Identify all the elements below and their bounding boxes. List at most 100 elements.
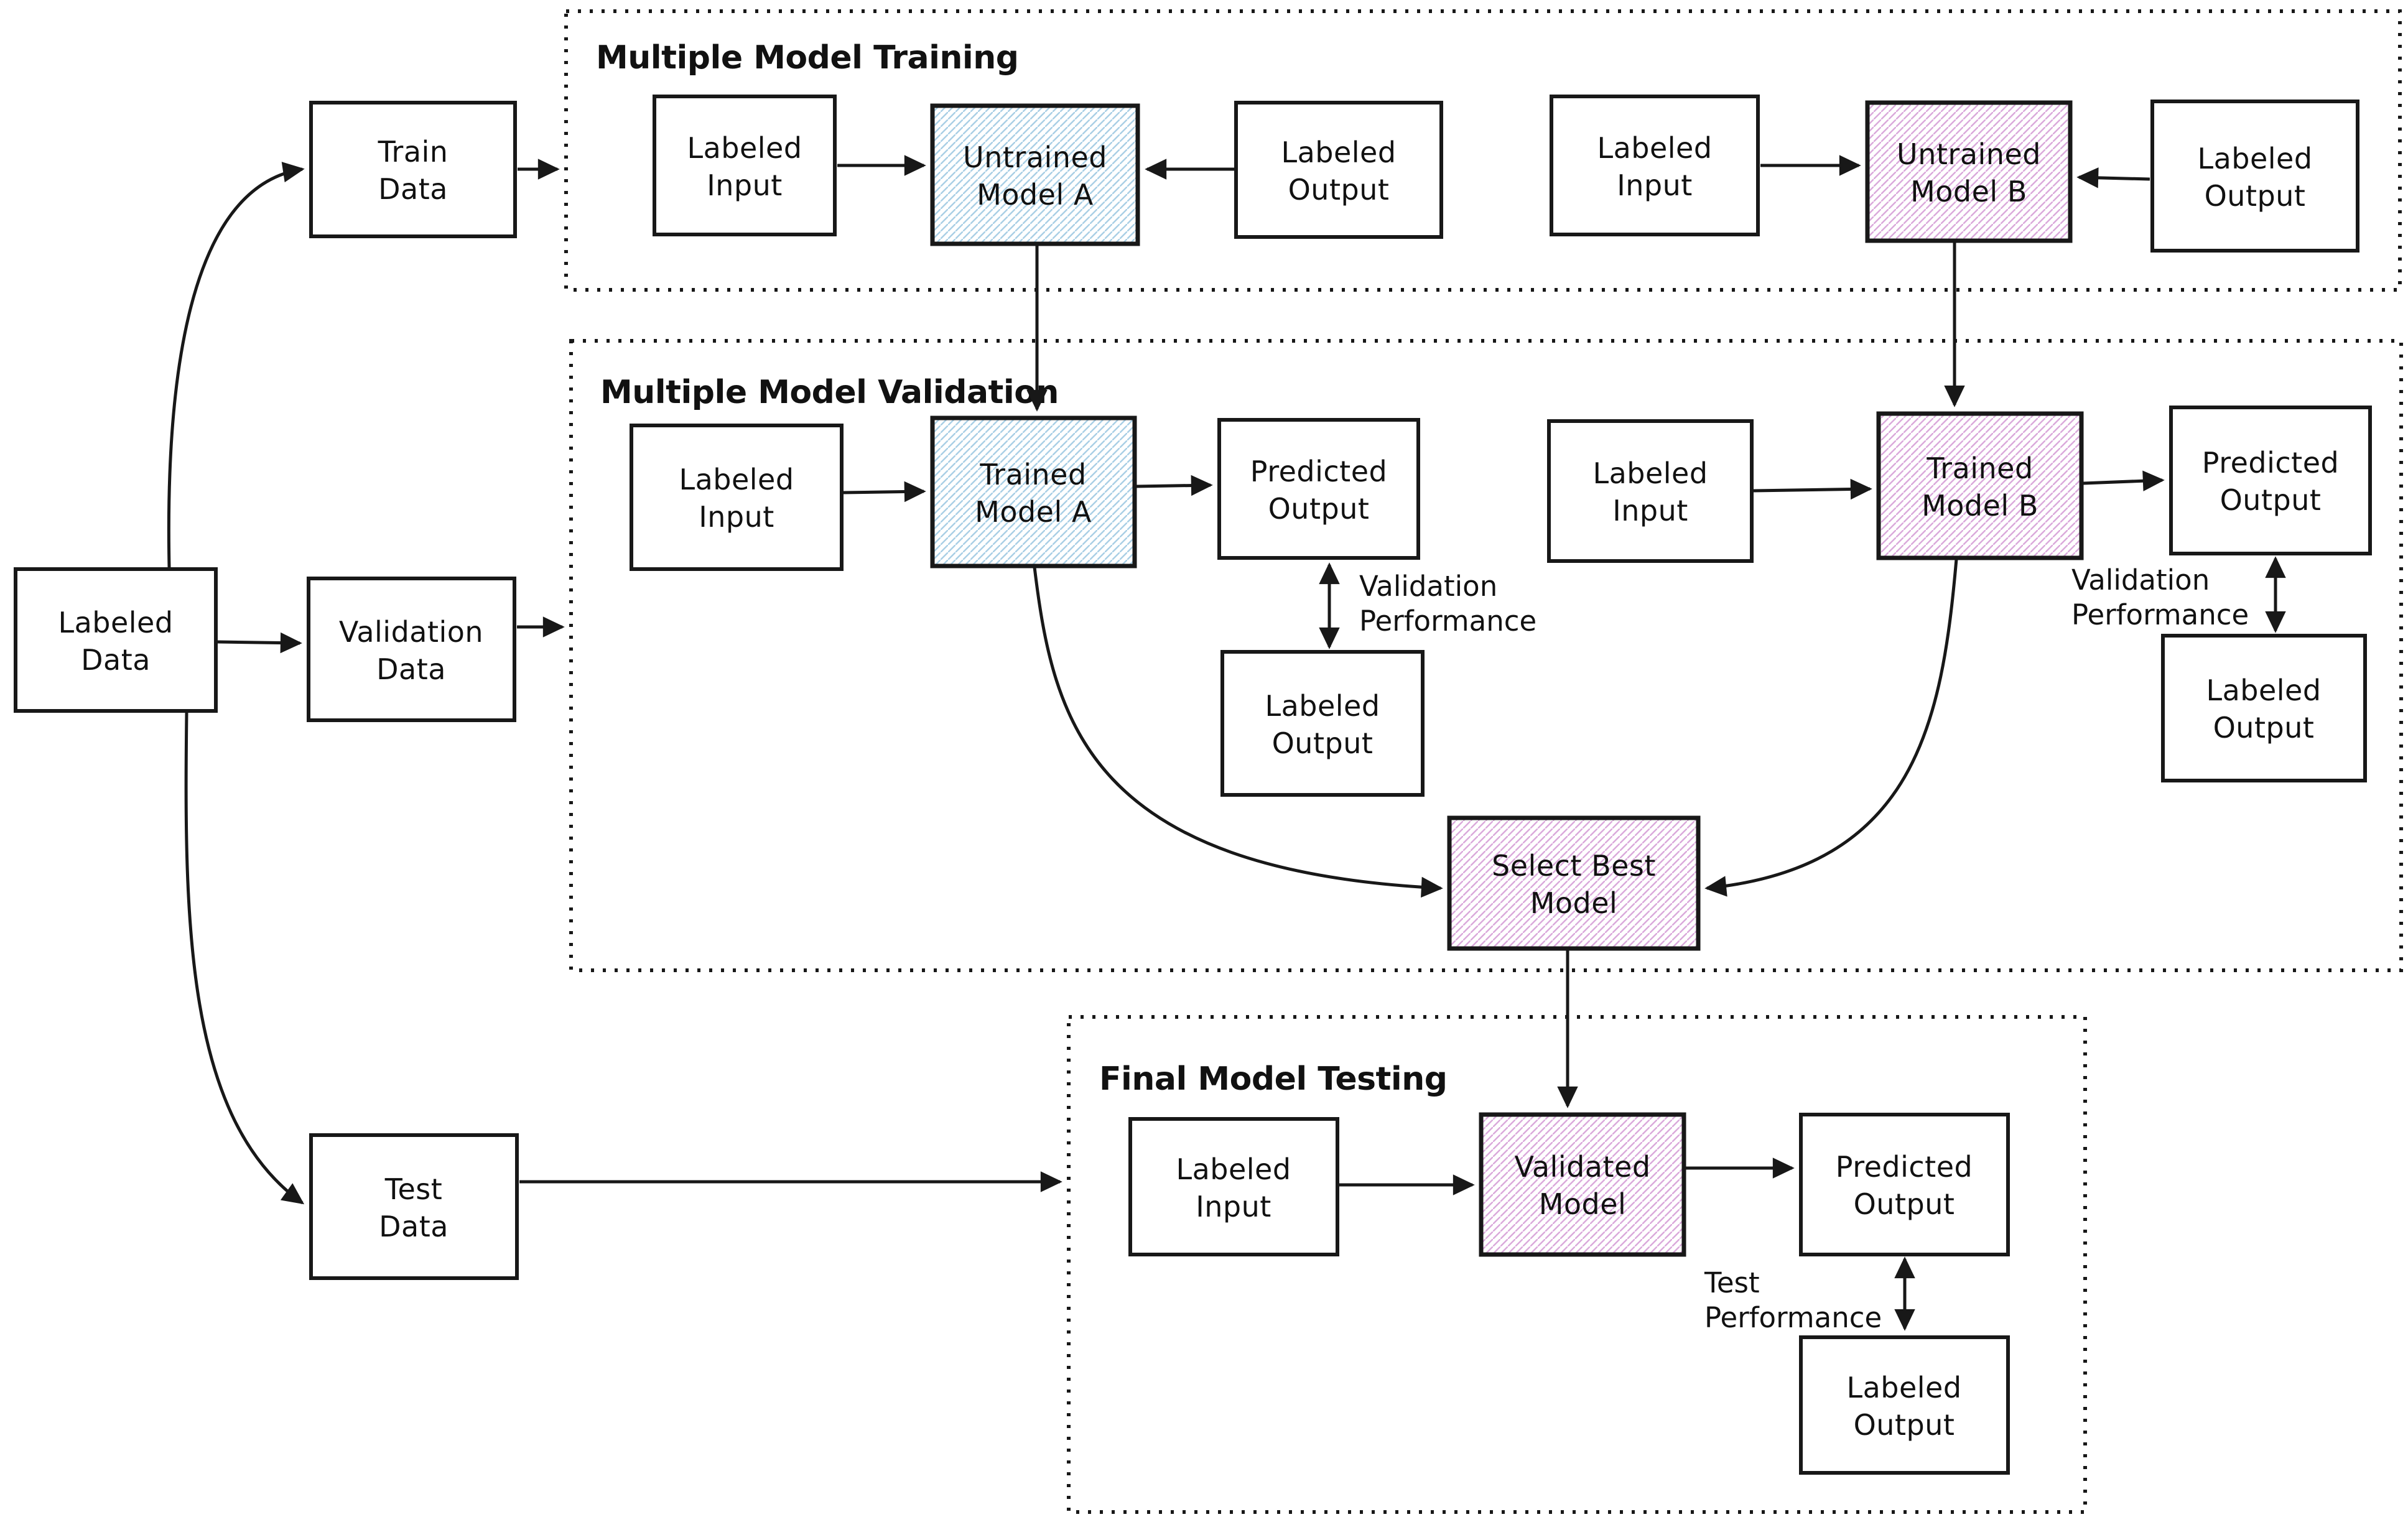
labeled-output-box: [2150, 100, 2359, 253]
labeled-input-label: Labeled: [1592, 457, 1708, 490]
arrow-trained-b-to-select-best: [1704, 559, 1958, 897]
arrow-labeled-data-to-train-data: [167, 162, 305, 568]
node-untrained-model-b: Untrained Model B: [1865, 100, 2073, 243]
labeled-output-box: [1220, 650, 1425, 797]
labeled-input-box: [1547, 419, 1754, 563]
arrow-trained-a-to-predicted-output: [1136, 475, 1213, 496]
test-data-label: Data: [379, 1210, 449, 1243]
validated-model-label: Model: [1539, 1187, 1627, 1221]
untrained-model-b-label: Untrained: [1897, 137, 2041, 171]
validation-performance-label: Performance: [1359, 605, 1536, 638]
labeled-input-label: Labeled: [687, 131, 802, 165]
labeled-output-label: Output: [2213, 711, 2315, 745]
annotation-test-performance: Test Performance: [1704, 1266, 1882, 1334]
labeled-output-box: [1234, 101, 1443, 239]
trained-model-a-label: Model A: [975, 495, 1092, 529]
node-labeled-input-training-a: Labeled Input: [653, 95, 837, 236]
node-validated-model: Validated Model: [1479, 1112, 1686, 1257]
node-labeled-input-validation-b: Labeled Input: [1547, 419, 1754, 563]
labeled-output-label: Output: [1272, 726, 1374, 760]
node-labeled-output-validation-b: Labeled Output: [2161, 634, 2367, 782]
node-labeled-input-testing: Labeled Input: [1128, 1117, 1339, 1256]
select-best-model-label: Model: [1530, 886, 1618, 920]
predicted-output-label: Predicted: [2202, 446, 2339, 480]
node-trained-model-a: Trained Model A: [930, 415, 1137, 568]
labeled-output-label: Output: [1288, 173, 1390, 206]
node-labeled-output-validation-a: Labeled Output: [1220, 650, 1425, 797]
validation-section-title: Multiple Model Validation: [600, 374, 1059, 411]
select-best-model-label: Select Best: [1492, 849, 1656, 883]
arrow-trained-b-to-predicted-output: [2083, 470, 2165, 491]
labeled-input-box: [653, 95, 837, 236]
test-performance-label: Test: [1704, 1266, 1760, 1299]
labeled-input-box: [1550, 95, 1760, 236]
train-data-label: Train: [378, 135, 449, 169]
train-data-label: Data: [378, 172, 448, 206]
labeled-input-label: Labeled: [1176, 1153, 1291, 1186]
node-predicted-output-validation-a: Predicted Output: [1217, 418, 1420, 560]
arrow-labeled-input-to-trained-model-b: [1753, 478, 1872, 500]
trained-model-b-label: Model B: [1922, 489, 2038, 522]
labeled-output-label: Labeled: [1265, 689, 1380, 723]
test-data-label: Test: [384, 1172, 443, 1206]
node-labeled-output-training-b: Labeled Output: [2150, 100, 2359, 253]
node-select-best-model: Select Best Model: [1447, 815, 1701, 951]
untrained-model-a-label: Model A: [977, 178, 1094, 211]
labeled-input-label: Labeled: [679, 463, 794, 496]
labeled-input-label: Input: [1617, 169, 1693, 202]
node-predicted-output-testing: Predicted Output: [1799, 1113, 2010, 1256]
node-labeled-data: Labeled Data: [14, 567, 218, 713]
labeled-output-label: Output: [1854, 1408, 1955, 1442]
validation-data-box: [307, 577, 516, 722]
trained-model-b-label: Trained: [1926, 452, 2033, 485]
labeled-input-label: Input: [699, 500, 774, 534]
arrow-labeled-output-to-untrained-model-b: [2076, 167, 2150, 188]
validation-performance-label: Validation: [2071, 564, 2210, 596]
labeled-input-box: [630, 424, 844, 571]
validated-model-box: [1479, 1112, 1686, 1257]
connectors: [167, 155, 2286, 1331]
validation-data-label: Data: [376, 652, 446, 686]
predicted-output-label: Output: [1854, 1187, 1955, 1221]
labeled-output-label: Labeled: [1846, 1371, 1961, 1404]
labeled-input-label: Input: [707, 169, 783, 202]
labeled-output-label: Labeled: [2206, 674, 2321, 707]
validation-data-label: Validation: [339, 615, 483, 649]
validated-model-label: Validated: [1514, 1150, 1650, 1184]
labeled-output-box: [2161, 634, 2367, 782]
node-labeled-output-training-a: Labeled Output: [1234, 101, 1443, 239]
node-predicted-output-validation-b: Predicted Output: [2169, 406, 2372, 555]
labeled-output-box: [1799, 1335, 2010, 1475]
labeled-data-label: Labeled: [58, 606, 173, 639]
labeled-output-label: Output: [2205, 179, 2306, 213]
labeled-data-box: [14, 567, 218, 713]
annotation-validation-performance-a: Validation Performance: [1359, 570, 1536, 638]
node-validation-data: Validation Data: [307, 577, 516, 722]
arrow-labeled-data-to-test-data: [184, 712, 305, 1205]
untrained-model-b-label: Model B: [1910, 175, 2027, 208]
train-data-box: [309, 101, 517, 238]
labeled-output-label: Labeled: [2197, 142, 2312, 175]
labeled-input-label: Input: [1612, 494, 1688, 527]
labeled-output-label: Labeled: [1281, 136, 1396, 169]
labeled-input-box: [1128, 1117, 1339, 1256]
arrow-trained-a-to-select-best: [1033, 567, 1443, 898]
predicted-output-box: [1799, 1113, 2010, 1256]
node-train-data: Train Data: [309, 101, 517, 238]
arrow-labeled-input-to-trained-model-a: [843, 481, 926, 503]
node-untrained-model-a: Untrained Model A: [930, 103, 1140, 246]
node-labeled-input-training-b: Labeled Input: [1550, 95, 1760, 236]
predicted-output-label: Output: [1268, 492, 1370, 526]
testing-section-frame: [1067, 1015, 2087, 1514]
labeled-input-label: Input: [1196, 1190, 1271, 1223]
predicted-output-label: Predicted: [1836, 1150, 1973, 1184]
node-trained-model-b: Trained Model B: [1876, 411, 2084, 560]
node-test-data: Test Data: [309, 1133, 519, 1280]
validation-performance-label: Validation: [1359, 570, 1497, 603]
untrained-model-a-box: [930, 103, 1140, 246]
select-best-model-box: [1447, 815, 1701, 951]
predicted-output-label: Output: [2220, 483, 2322, 517]
labeled-data-label: Data: [81, 643, 151, 677]
